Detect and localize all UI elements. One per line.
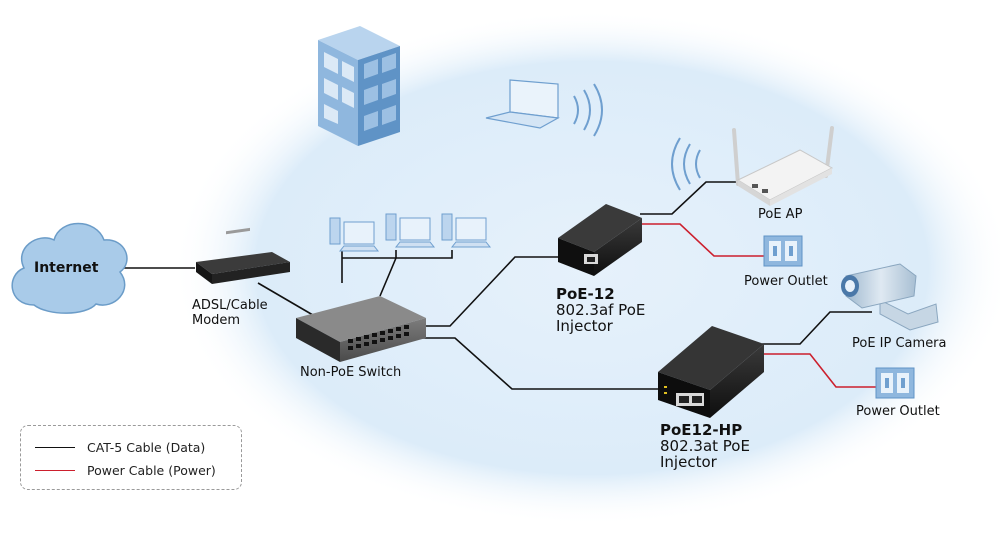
- camera-label: PoE IP Camera: [852, 336, 947, 351]
- laptop-icon: [485, 79, 560, 129]
- legend: CAT-5 Cable (Data) Power Cable (Power): [20, 425, 242, 490]
- poe12hp-desc-line1: 802.3at PoE: [660, 437, 750, 455]
- modem-icon: [196, 227, 290, 284]
- outlet-top-label: Power Outlet: [744, 274, 828, 289]
- power-outlet-icon: [875, 367, 915, 399]
- ap-label: PoE AP: [758, 207, 803, 222]
- cable-workstations: [341, 250, 453, 297]
- legend-label-data: CAT-5 Cable (Data): [87, 439, 206, 455]
- internet-label: Internet: [34, 260, 99, 276]
- data-cables: [118, 181, 872, 390]
- poe-injector-icon: [558, 204, 642, 276]
- modem-label-line1: ADSL/Cable: [192, 298, 268, 313]
- poe12hp-desc-line2: Injector: [660, 453, 717, 471]
- cable-poe12hp-camera: [762, 311, 872, 345]
- poe12hp-name: PoE12-HP: [660, 421, 743, 439]
- legend-line-data: [35, 446, 75, 448]
- cable-modem-switch: [257, 282, 319, 319]
- cable-poe12hp-outlet: [762, 353, 878, 388]
- cable-switch-poe12hp: [420, 337, 658, 390]
- power-outlet-icon: [763, 235, 803, 267]
- power-cables: [640, 223, 878, 388]
- desktop-computer-icon: [329, 213, 492, 252]
- switch-label: Non-PoE Switch: [300, 365, 402, 380]
- poe12-name: PoE-12: [556, 285, 615, 303]
- legend-label-power: Power Cable (Power): [87, 462, 216, 478]
- poe12-label: PoE-12 802.3af PoE Injector: [556, 286, 645, 334]
- legend-row-data: CAT-5 Cable (Data): [35, 439, 205, 455]
- switch-icon: [296, 296, 426, 362]
- poe12-desc-line1: 802.3af PoE: [556, 301, 646, 319]
- cable-poe12-outlet: [640, 223, 765, 257]
- outlet-bottom-label: Power Outlet: [856, 404, 940, 419]
- poe-injector-hp-icon: [658, 326, 764, 418]
- cloud-icon: [11, 222, 128, 314]
- legend-line-power: [35, 469, 75, 471]
- building-icon: [318, 26, 400, 146]
- wifi-icon: [573, 83, 603, 137]
- modem-label: ADSL/Cable Modem: [192, 298, 268, 328]
- modem-label-line2: Modem: [192, 313, 241, 328]
- cable-poe12-ap: [640, 181, 745, 215]
- cable-switch-poe12: [420, 256, 560, 327]
- poe12hp-label: PoE12-HP 802.3at PoE Injector: [660, 422, 750, 470]
- legend-row-power: Power Cable (Power): [35, 462, 216, 478]
- ip-camera-icon: [841, 263, 939, 331]
- poe12-desc-line2: Injector: [556, 317, 613, 335]
- access-point-icon: [671, 126, 834, 206]
